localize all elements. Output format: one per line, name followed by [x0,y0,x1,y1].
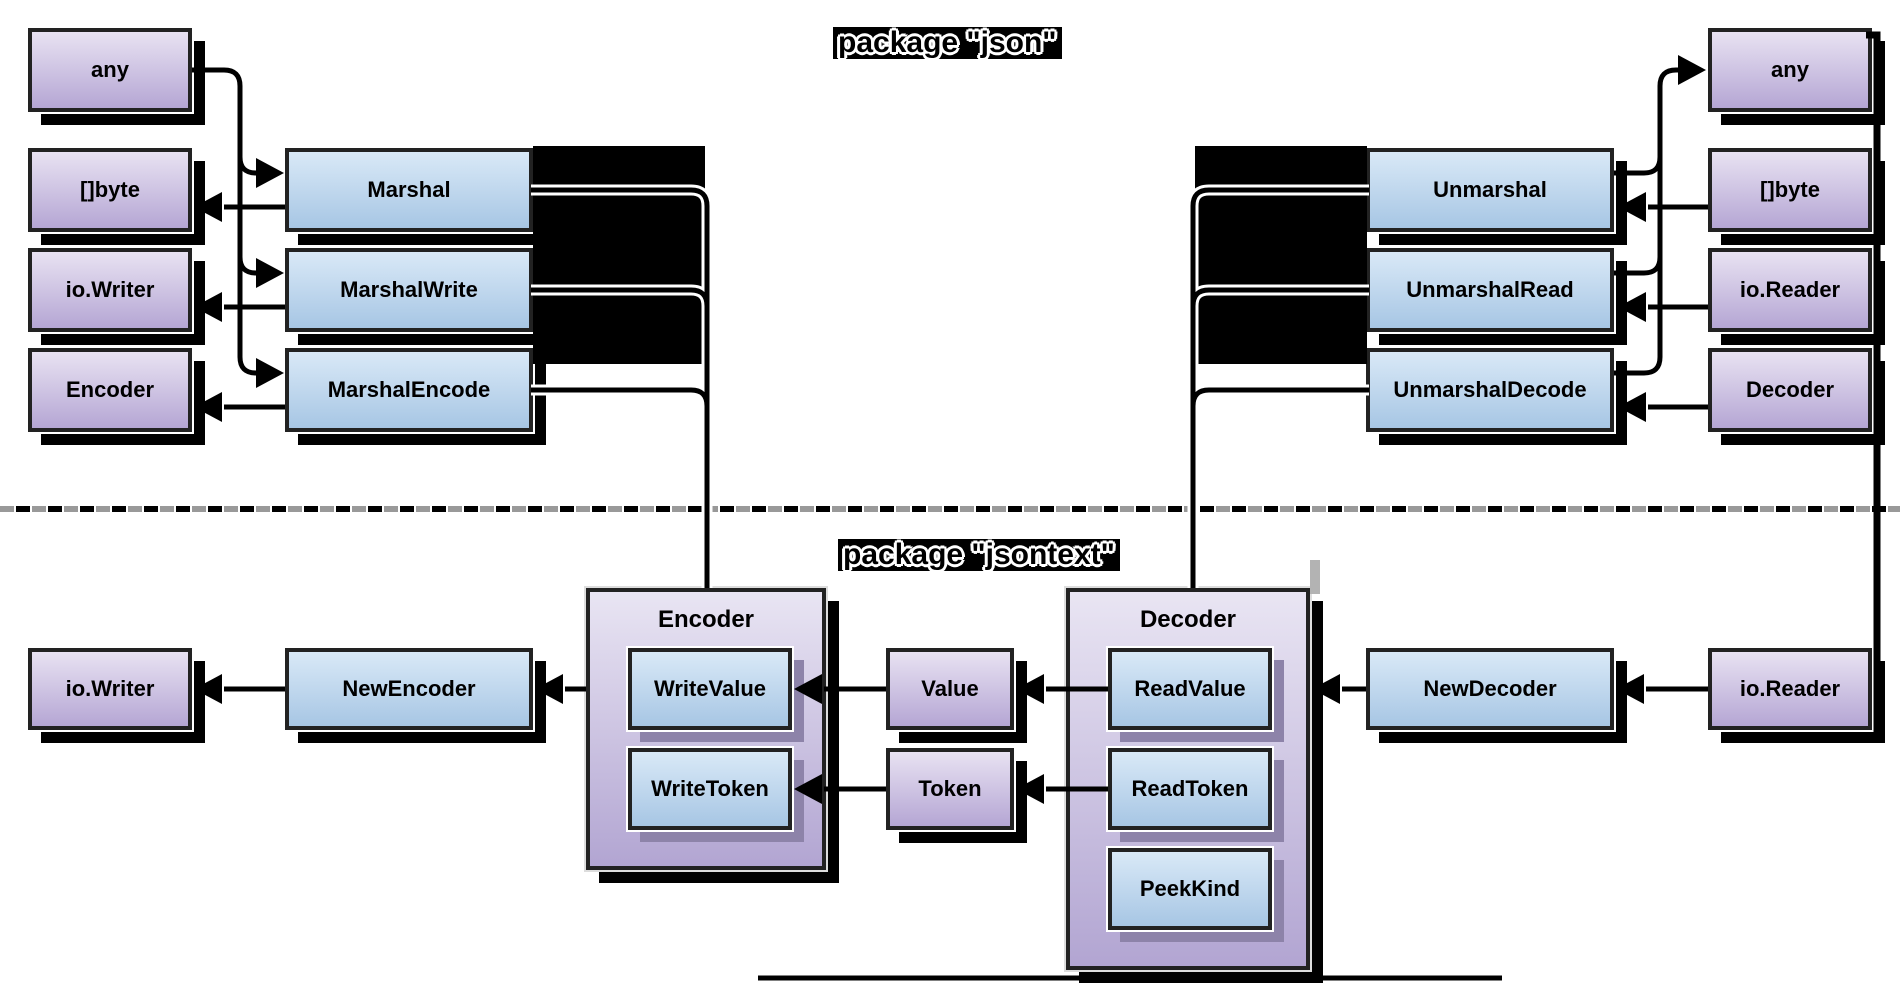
node-label: []byte [1760,177,1820,202]
node-json-any-left: any [28,28,192,112]
any-collection-lines [1614,67,1680,376]
node-label: ReadValue [1134,676,1246,701]
node-label: NewDecoder [1423,676,1557,701]
node-writetoken: WriteToken [628,748,792,830]
decoder-container-title: Decoder [1139,606,1237,633]
node-jsontext-iowriter: io.Writer [28,648,192,730]
node-json-decoder-type: Decoder [1708,348,1872,432]
node-marshalwrite: MarshalWrite [285,248,533,332]
node-newencoder: NewEncoder [285,648,533,730]
node-peekkind: PeekKind [1108,848,1272,930]
node-label: io.Writer [65,676,155,701]
node-writevalue: WriteValue [628,648,792,730]
node-label: Decoder [1745,377,1835,402]
node-json-any-right: any [1708,28,1872,112]
node-token: Token [886,748,1014,830]
node-unmarshalread: UnmarshalRead [1366,248,1614,332]
black-block-right [1195,146,1367,364]
node-readvalue: ReadValue [1108,648,1272,730]
node-label: any [91,57,129,82]
node-label: MarshalEncode [327,377,491,402]
encoder-container-title: Encoder [657,606,755,633]
node-json-bytes-left: []byte [28,148,192,232]
node-label: Encoder [65,377,155,402]
node-unmarshal: Unmarshal [1366,148,1614,232]
black-block-left [533,146,705,364]
node-label: any [1771,57,1809,82]
gray-artifact [1310,560,1320,594]
node-label: NewEncoder [342,676,476,701]
node-json-bytes-right: []byte [1708,148,1872,232]
node-label: MarshalWrite [340,277,478,302]
black-blocks [533,146,1367,364]
node-label: PeekKind [1139,876,1241,901]
node-jsontext-ioreader: io.Reader [1708,648,1872,730]
cased-connector-casings [531,184,1369,588]
node-json-encoder-type: Encoder [28,348,192,432]
node-value: Value [886,648,1014,730]
node-label: WriteValue [653,676,767,701]
node-label: WriteToken [651,776,769,801]
json-package-title: package "json" [833,27,1062,59]
node-label: []byte [80,177,140,202]
node-json-ioreader: io.Reader [1708,248,1872,332]
node-label: Unmarshal [1433,177,1547,202]
node-unmarshaldecode: UnmarshalDecode [1366,348,1614,432]
node-label: io.Writer [65,277,155,302]
node-label: io.Reader [1739,676,1841,701]
node-label: Marshal [367,177,451,202]
node-label: io.Reader [1739,277,1841,302]
node-marshal: Marshal [285,148,533,232]
node-newdecoder: NewDecoder [1366,648,1614,730]
node-label: UnmarshalRead [1406,277,1574,302]
cased-connector-lines [531,187,1369,588]
node-label: Value [921,676,979,701]
node-label: ReadToken [1131,776,1249,801]
node-marshalencode: MarshalEncode [285,348,533,432]
node-label: UnmarshalDecode [1393,377,1587,402]
node-label: Token [918,776,982,801]
node-readtoken: ReadToken [1108,748,1272,830]
jsontext-package-title: package "jsontext" [838,539,1120,571]
node-json-iowriter: io.Writer [28,248,192,332]
any-distribution-lines [192,67,260,376]
